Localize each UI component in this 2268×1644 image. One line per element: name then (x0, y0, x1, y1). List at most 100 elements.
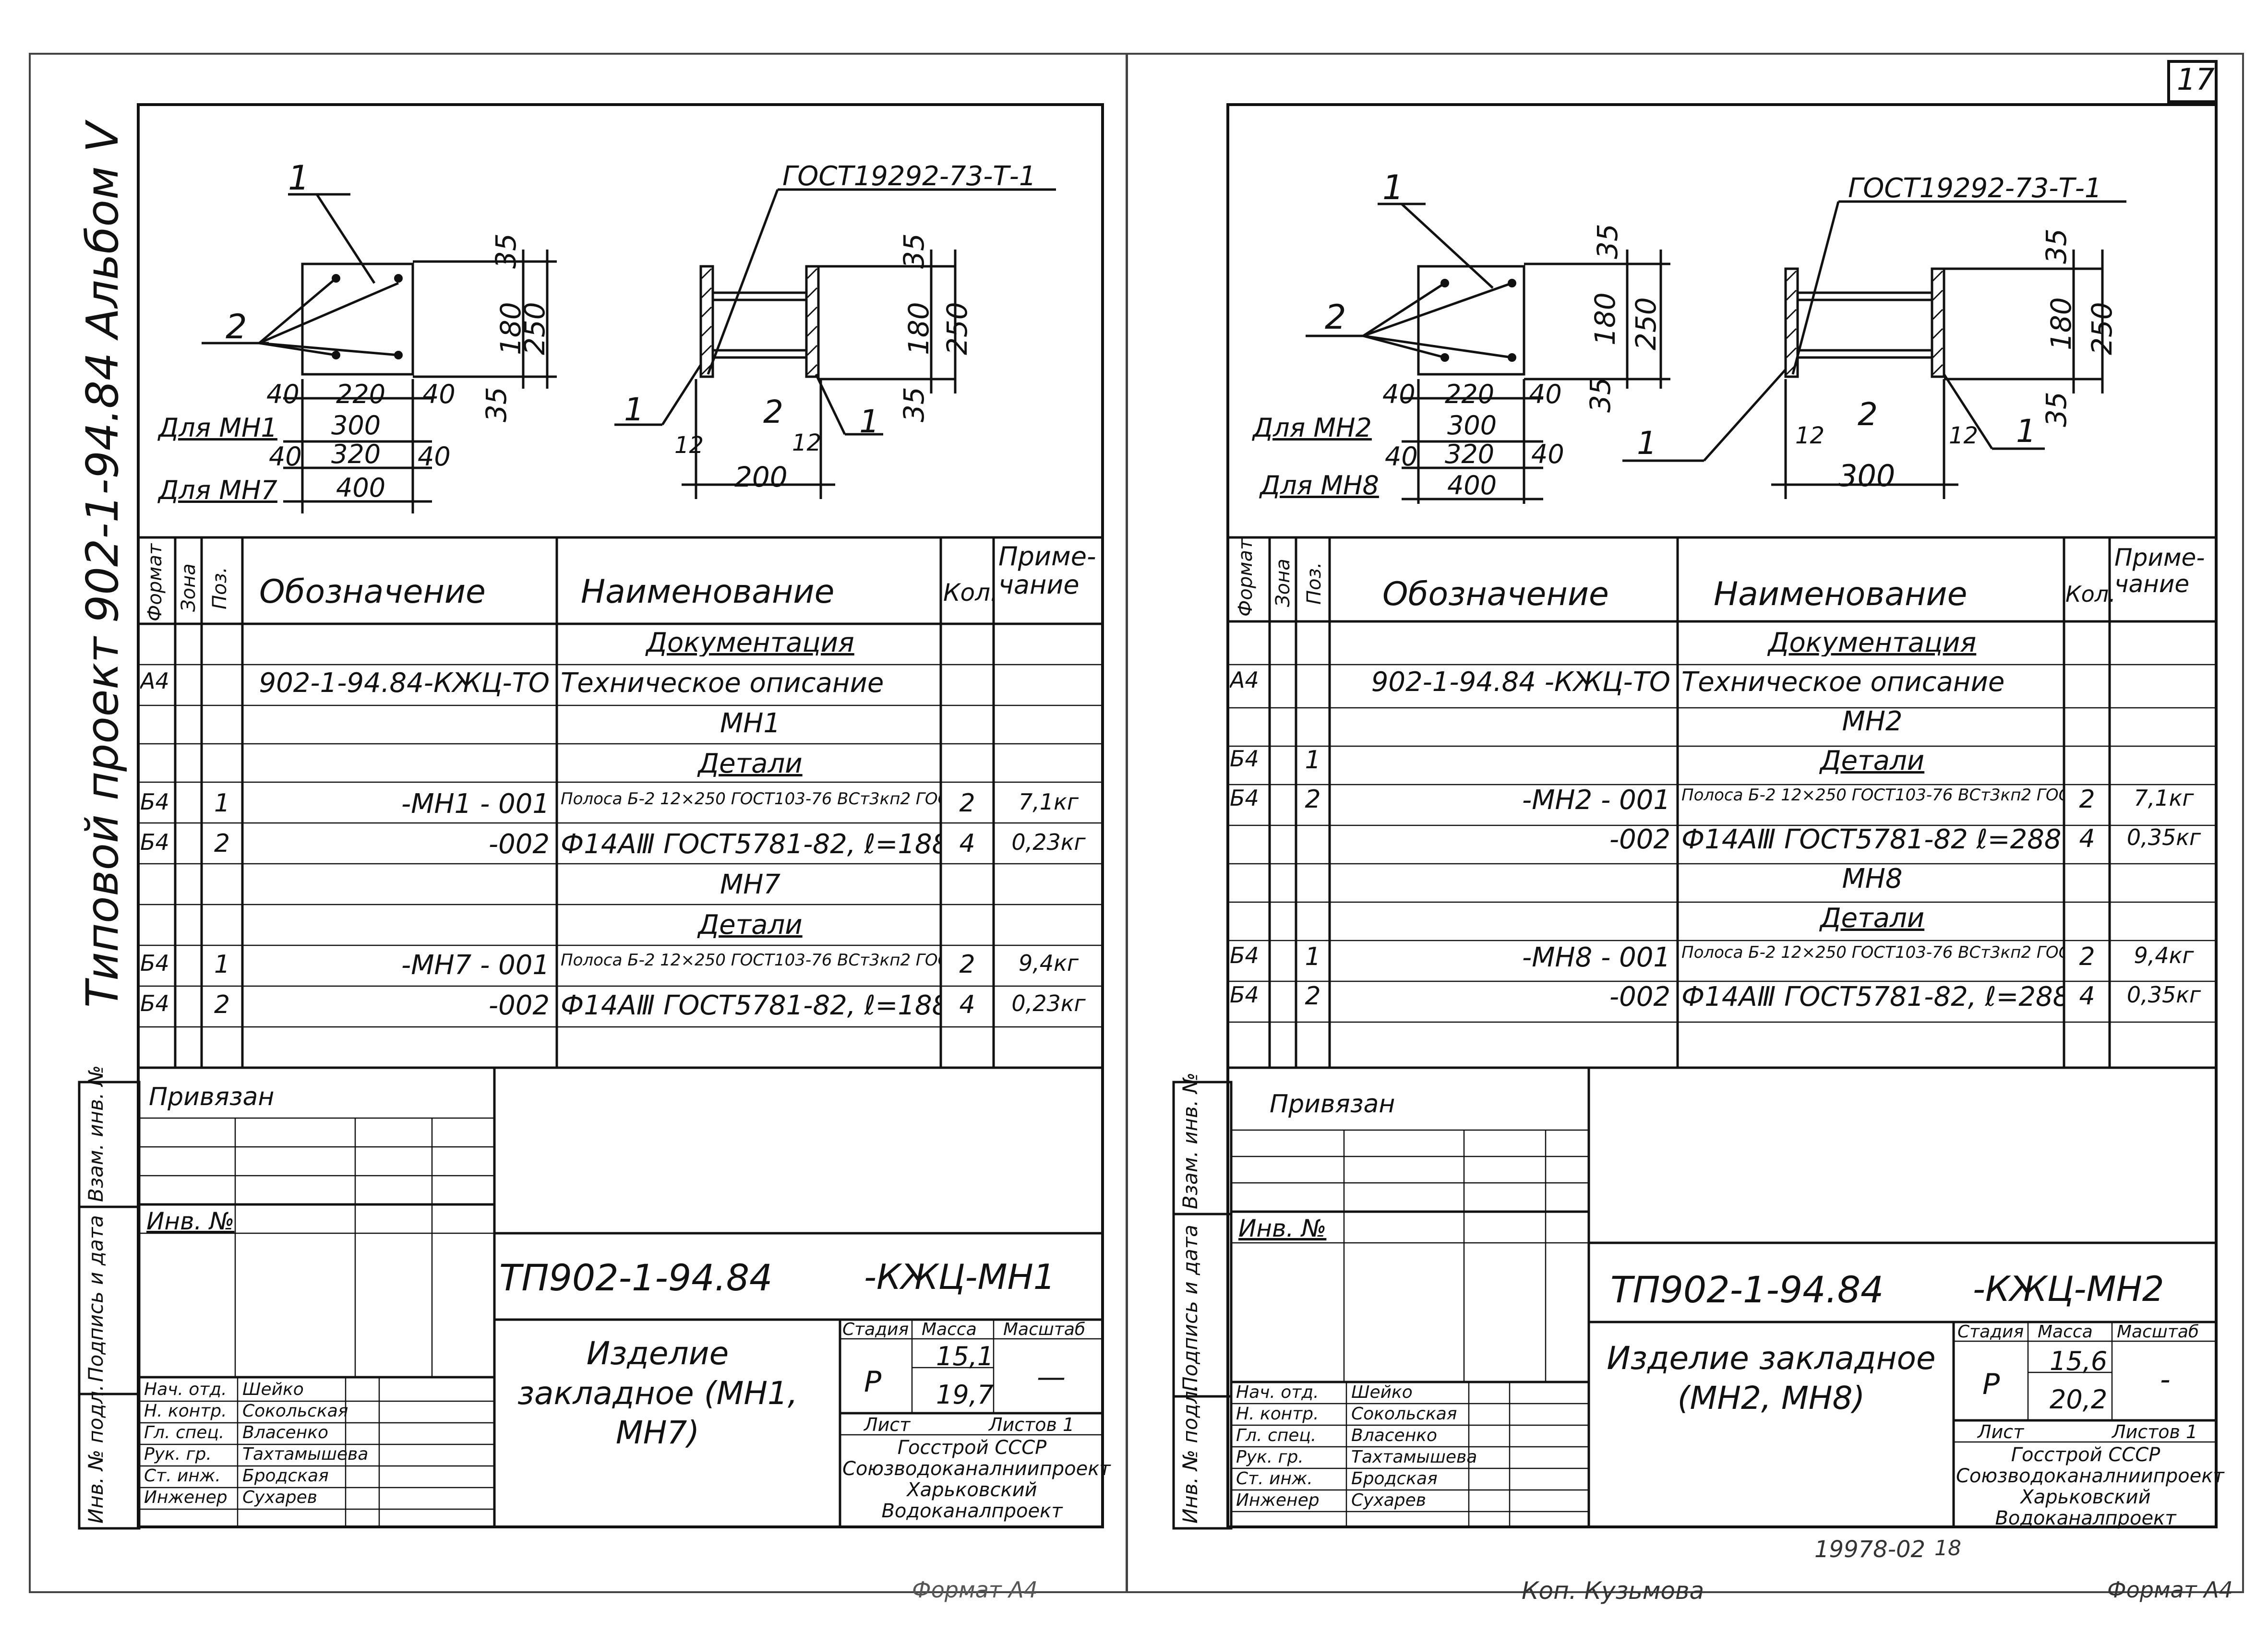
signature-role: Рук. гр. (144, 1444, 212, 1464)
privyazan-label: Привязан (149, 1083, 275, 1111)
callout2-1b: 1 (859, 403, 879, 440)
spec-note: 0,35кг (2126, 984, 2201, 1006)
spec-pos: 1 (214, 791, 230, 816)
copied-by: Коп. Кузьмова (1522, 1577, 1704, 1605)
r-hdr-note: Приме-чание (2114, 544, 2205, 598)
r-dim-300: 300 (1447, 410, 1497, 441)
spec-name: Полоса Б-2 12×250 ГОСТ103-76 ВСт3кп2 ГОС… (561, 791, 940, 807)
r-dim-40-d: 40 (1531, 439, 1564, 469)
spec-code: 902-1-94.84-КЖЦ-ТО (259, 670, 550, 697)
r-side-col-signature: Подпись и дата (1178, 1225, 1202, 1392)
spec-name: Ф14АⅢ ГОСТ5781-82, ℓ=188 (561, 992, 940, 1019)
r-scale-value: - (2160, 1363, 2171, 1396)
r-label-mh2: Для МН2 (1253, 413, 1372, 443)
bottom-format-note: Формат А4 (912, 1577, 1038, 1603)
signature-name: Сокольская (242, 1401, 348, 1421)
right-inner-frame (1226, 103, 2218, 1528)
spec-name: Детали (698, 751, 803, 777)
spec-name: Полоса Б-2 12×250 ГОСТ103-76 ВСт3кп2 ГОС… (1681, 944, 2063, 961)
col-mass: Масса (922, 1320, 977, 1339)
r-doc-code-suffix: -КЖЦ-МН2 (1973, 1269, 2164, 1309)
col-scale: Масштаб (1003, 1320, 1086, 1339)
spec-note: 9,4кг (2134, 944, 2194, 966)
sheet-label: Лист (864, 1414, 911, 1435)
mass-2: 19,7 (936, 1380, 994, 1410)
signature-role: Ст. инж. (144, 1466, 221, 1486)
signature-role: Рук. гр. (1236, 1447, 1304, 1467)
spec-code: -МН1 - 001 (401, 791, 550, 818)
r-hdr-code: Обозначение (1382, 575, 1609, 613)
signature-name: Власенко (242, 1423, 329, 1442)
sheets-label: Листов 1 (989, 1414, 1075, 1435)
dim-40-a: 40 (266, 379, 300, 409)
r-item-title: Изделие закладное (МН2, МН8) (1607, 1340, 1936, 1417)
scale-value: — (1037, 1360, 1066, 1394)
r-side-col-inv: Инв. № подл. (1178, 1384, 1202, 1524)
hdr-code: Обозначение (259, 573, 486, 611)
r-doc-code: ТП902-1-94.84 (1610, 1268, 1884, 1311)
r-callout2-2: 2 (1858, 396, 1878, 433)
r-col-stage: Стадия (1957, 1322, 2024, 1342)
spec-fmt: Б4 (1230, 944, 1259, 966)
col-stage: Стадия (842, 1320, 909, 1339)
label-mh1: Для МН1 (158, 413, 277, 443)
spec-fmt: Б4 (1230, 984, 1259, 1006)
signature-name: Шейко (242, 1380, 304, 1399)
spec-qty: 4 (959, 992, 975, 1017)
r-privyazan-label: Привязан (1270, 1090, 1395, 1119)
r-callout-2: 2 (1325, 298, 1346, 337)
r-dim-320: 320 (1445, 439, 1495, 469)
signature-role: Инженер (1236, 1490, 1320, 1510)
spec-pos: 2 (214, 831, 230, 856)
spec-pos: 1 (1305, 944, 1321, 969)
spec-qty: 2 (959, 791, 975, 816)
signature-name: Бродская (1351, 1469, 1438, 1489)
r-mass-2: 20,2 (2050, 1384, 2108, 1415)
spec-fmt: Б4 (140, 791, 169, 813)
spec-name: Техническое описание (1681, 669, 2005, 696)
signature-role: Инженер (144, 1488, 228, 1507)
spec-name: Детали (1820, 905, 1925, 932)
spec-code: -МН8 - 001 (1522, 944, 1670, 971)
r-dim2-12b: 12 (1949, 422, 1979, 449)
spec-name: Документация (646, 630, 854, 656)
r-dim-40-b: 40 (1529, 379, 1562, 409)
spec-code: -002 (488, 831, 550, 858)
signature-name: Сухарев (1351, 1490, 1427, 1510)
spec-code: -002 (488, 992, 550, 1019)
r-standard-label: ГОСТ19292-73-Т-1 (1848, 173, 2102, 204)
hdr-qty: Кол. (943, 579, 998, 607)
spec-name: Детали (698, 912, 803, 939)
page-number-box (2167, 60, 2218, 103)
dim-300: 300 (331, 410, 381, 441)
spec-name: МН1 (720, 710, 781, 737)
spec-qty: 2 (2079, 944, 2095, 969)
r-label-mh8: Для МН8 (1260, 470, 1379, 500)
archive-number: 19978-02 (1814, 1536, 1926, 1563)
mass-1: 15,1 (936, 1341, 994, 1371)
spec-pos: 1 (214, 952, 230, 977)
r-org-name: Госстрой СССР Союзводоканалниипроект Хар… (1956, 1444, 2224, 1529)
r-callout2-1b: 1 (2016, 413, 2036, 450)
spec-fmt: Б4 (1230, 787, 1259, 809)
signature-role: Нач. отд. (1236, 1382, 1319, 1402)
archive-page: 18 (1934, 1536, 1961, 1561)
signature-name: Власенко (1351, 1426, 1438, 1445)
signature-role: Н. контр. (1236, 1404, 1319, 1424)
spec-qty: 4 (2079, 984, 2095, 1009)
signature-role: Гл. спец. (1236, 1426, 1317, 1445)
spec-code: -МН2 - 001 (1522, 787, 1670, 814)
spec-name: Полоса Б-2 12×250 ГОСТ103-76 ВСт3кп2 ГОС… (561, 952, 940, 968)
spec-name: Детали (1820, 748, 1925, 774)
signature-name: Сокольская (1351, 1404, 1457, 1424)
spec-name: Ф14АⅢ ГОСТ5781-82, ℓ=188 (561, 831, 940, 858)
spec-qty: 4 (2079, 826, 2095, 851)
r-dim-40-a: 40 (1382, 379, 1416, 409)
signature-name: Тахтамышева (242, 1444, 369, 1464)
r-hdr-name: Наименование (1714, 575, 1968, 613)
spec-name: Ф14АⅢ ГОСТ5781-82, ℓ=288 (1681, 984, 2063, 1011)
signature-role: Гл. спец. (144, 1423, 225, 1442)
spec-note: 9,4кг (1018, 952, 1079, 974)
